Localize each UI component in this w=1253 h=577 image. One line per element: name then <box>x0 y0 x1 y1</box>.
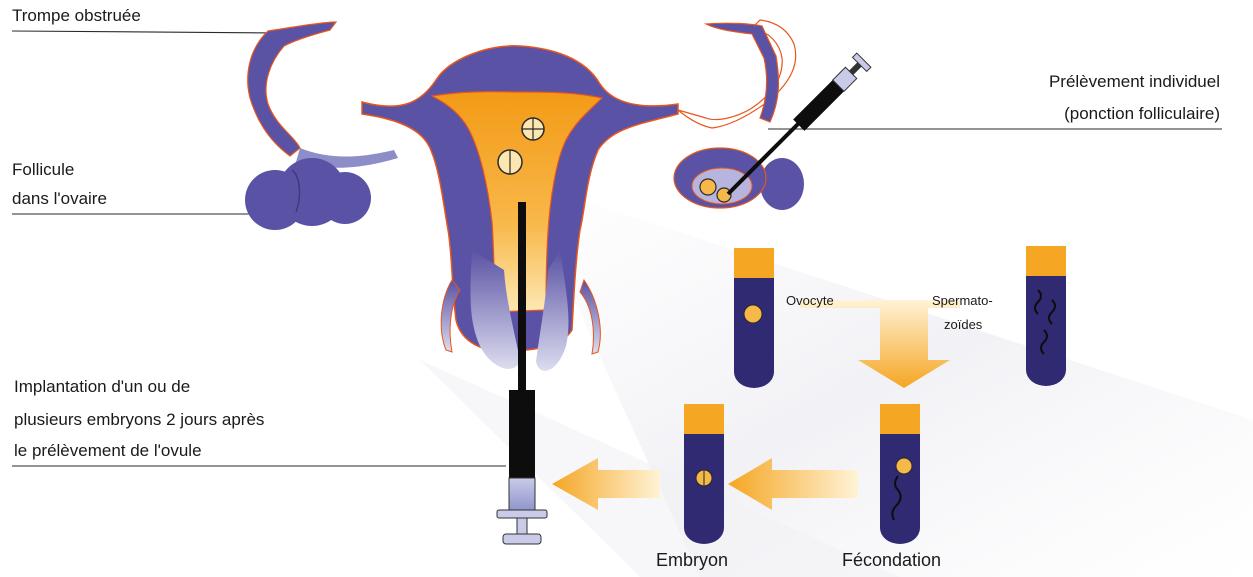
label-embryon: Embryon <box>656 550 728 571</box>
label-ovocyte: Ovocyte <box>786 292 834 309</box>
test-tube-icon <box>1026 246 1066 386</box>
label-spermatozoides-line2: zoïdes <box>944 316 982 333</box>
test-tube-icon <box>880 404 920 544</box>
left-ovary <box>319 172 371 224</box>
right-ovary <box>760 158 804 210</box>
test-tube-icon <box>734 248 774 388</box>
uterus-embryo <box>498 150 522 174</box>
left-fallopian-tube <box>248 22 336 156</box>
oocyte <box>717 188 731 202</box>
label-trompe: Trompe obstruée <box>12 2 141 30</box>
uterus-embryo <box>522 118 544 140</box>
label-implantation-line2: plusieurs embryons 2 jours après <box>14 406 264 434</box>
right-fallopian-tube <box>706 23 778 122</box>
label-implantation-line3: le prélèvement de l'ovule <box>14 437 202 465</box>
label-follicule-line2: dans l'ovaire <box>12 185 107 213</box>
label-spermatozoides-line1: Spermato- <box>932 292 993 309</box>
label-fecondation: Fécondation <box>842 550 941 571</box>
label-prelevement-line2: (ponction folliculaire) <box>980 100 1220 128</box>
leader-line-trompe <box>12 31 282 33</box>
label-follicule-line1: Follicule <box>12 156 74 184</box>
test-tube-icon <box>684 404 724 544</box>
label-prelevement-line1: Prélèvement individuel <box>980 68 1220 96</box>
label-implantation-line1: Implantation d'un ou de <box>14 373 190 401</box>
oocyte <box>700 179 716 195</box>
